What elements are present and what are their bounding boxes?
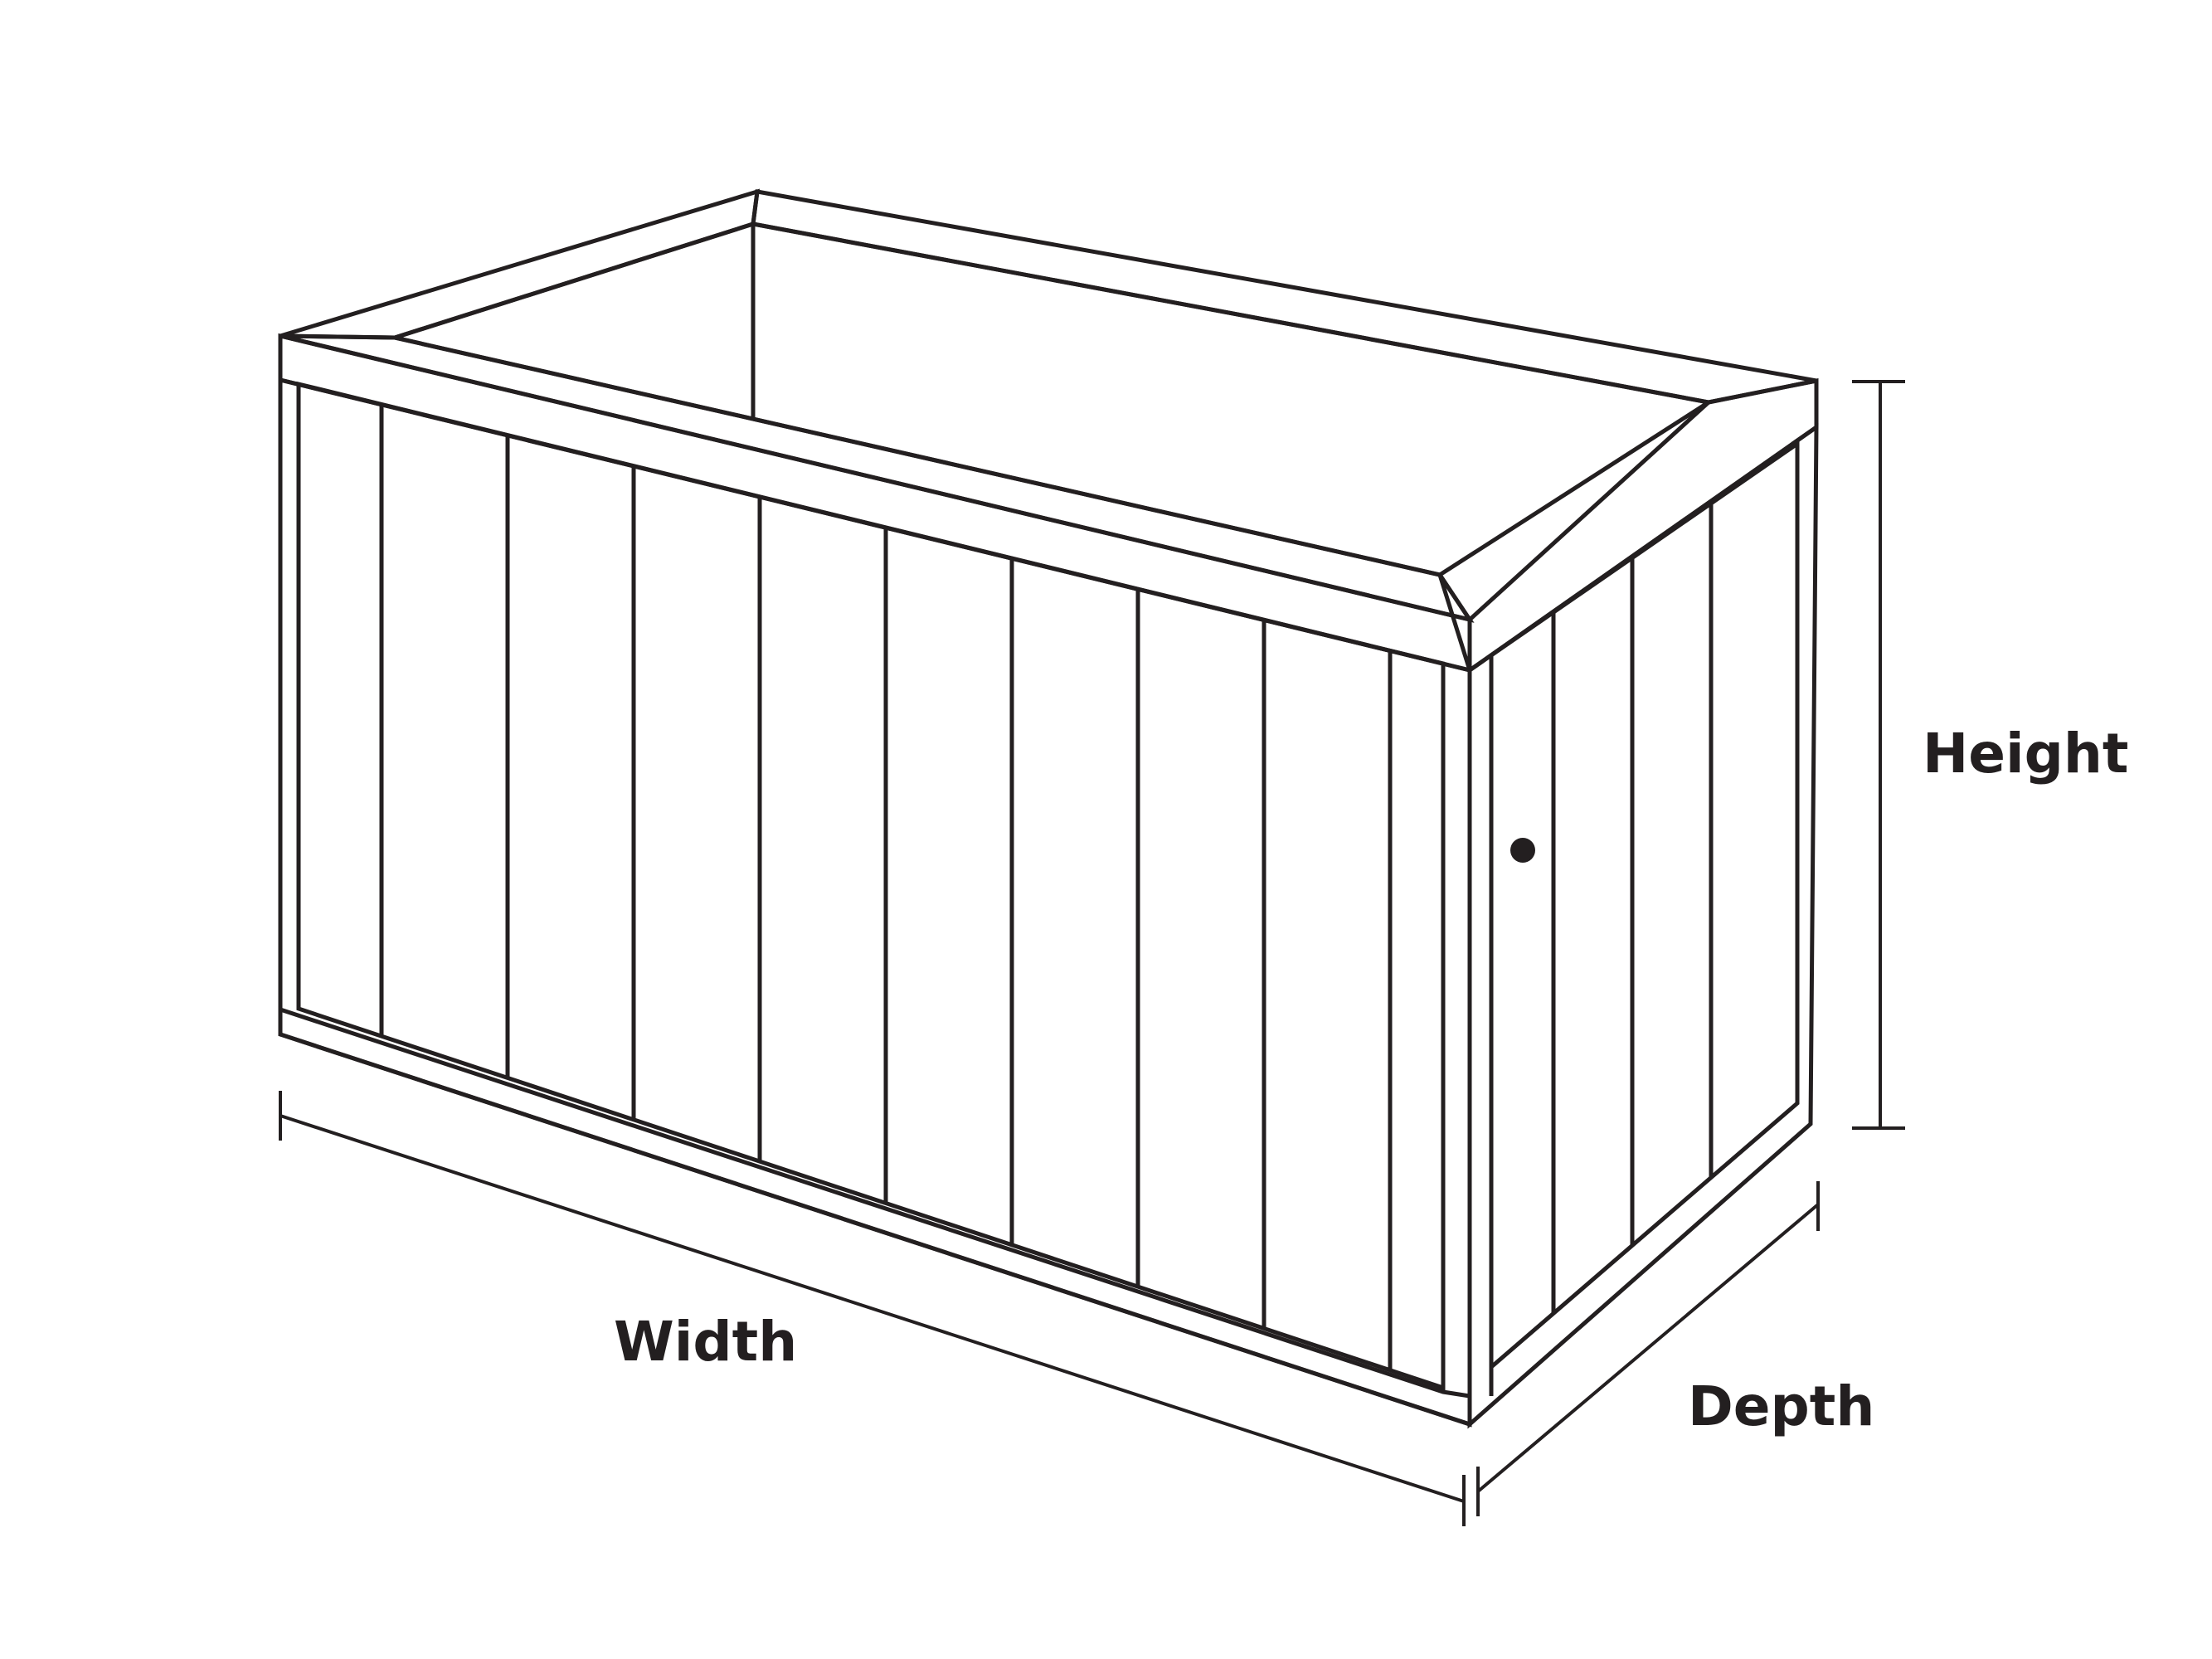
side-face bbox=[1467, 423, 1819, 1429]
front-panel bbox=[296, 381, 1446, 1391]
height-dimension bbox=[1852, 380, 1905, 1130]
rim-back bbox=[751, 189, 1817, 405]
depth-dimension-line bbox=[1476, 1203, 1820, 1493]
width-dimension-line bbox=[280, 1114, 1465, 1503]
front-bottom-rail bbox=[278, 1006, 1472, 1428]
depth-dimension bbox=[1476, 1181, 1820, 1516]
rim-front-band bbox=[278, 333, 1472, 674]
drainage-hole-icon bbox=[1510, 838, 1535, 863]
top-rim bbox=[278, 188, 1819, 674]
depth-label: Depth bbox=[1688, 1374, 1875, 1438]
side-panel bbox=[1489, 440, 1800, 1372]
front-frame bbox=[278, 377, 1472, 1428]
width-dimension bbox=[279, 1091, 1466, 1526]
width-label: Width bbox=[614, 1310, 798, 1374]
rim-corner-face bbox=[1437, 573, 1472, 671]
front-face bbox=[278, 377, 1472, 1428]
side-frame bbox=[1467, 423, 1819, 1429]
rim-back-left bbox=[280, 188, 760, 340]
rim-right bbox=[1467, 377, 1819, 674]
height-label: Height bbox=[1923, 722, 2129, 786]
